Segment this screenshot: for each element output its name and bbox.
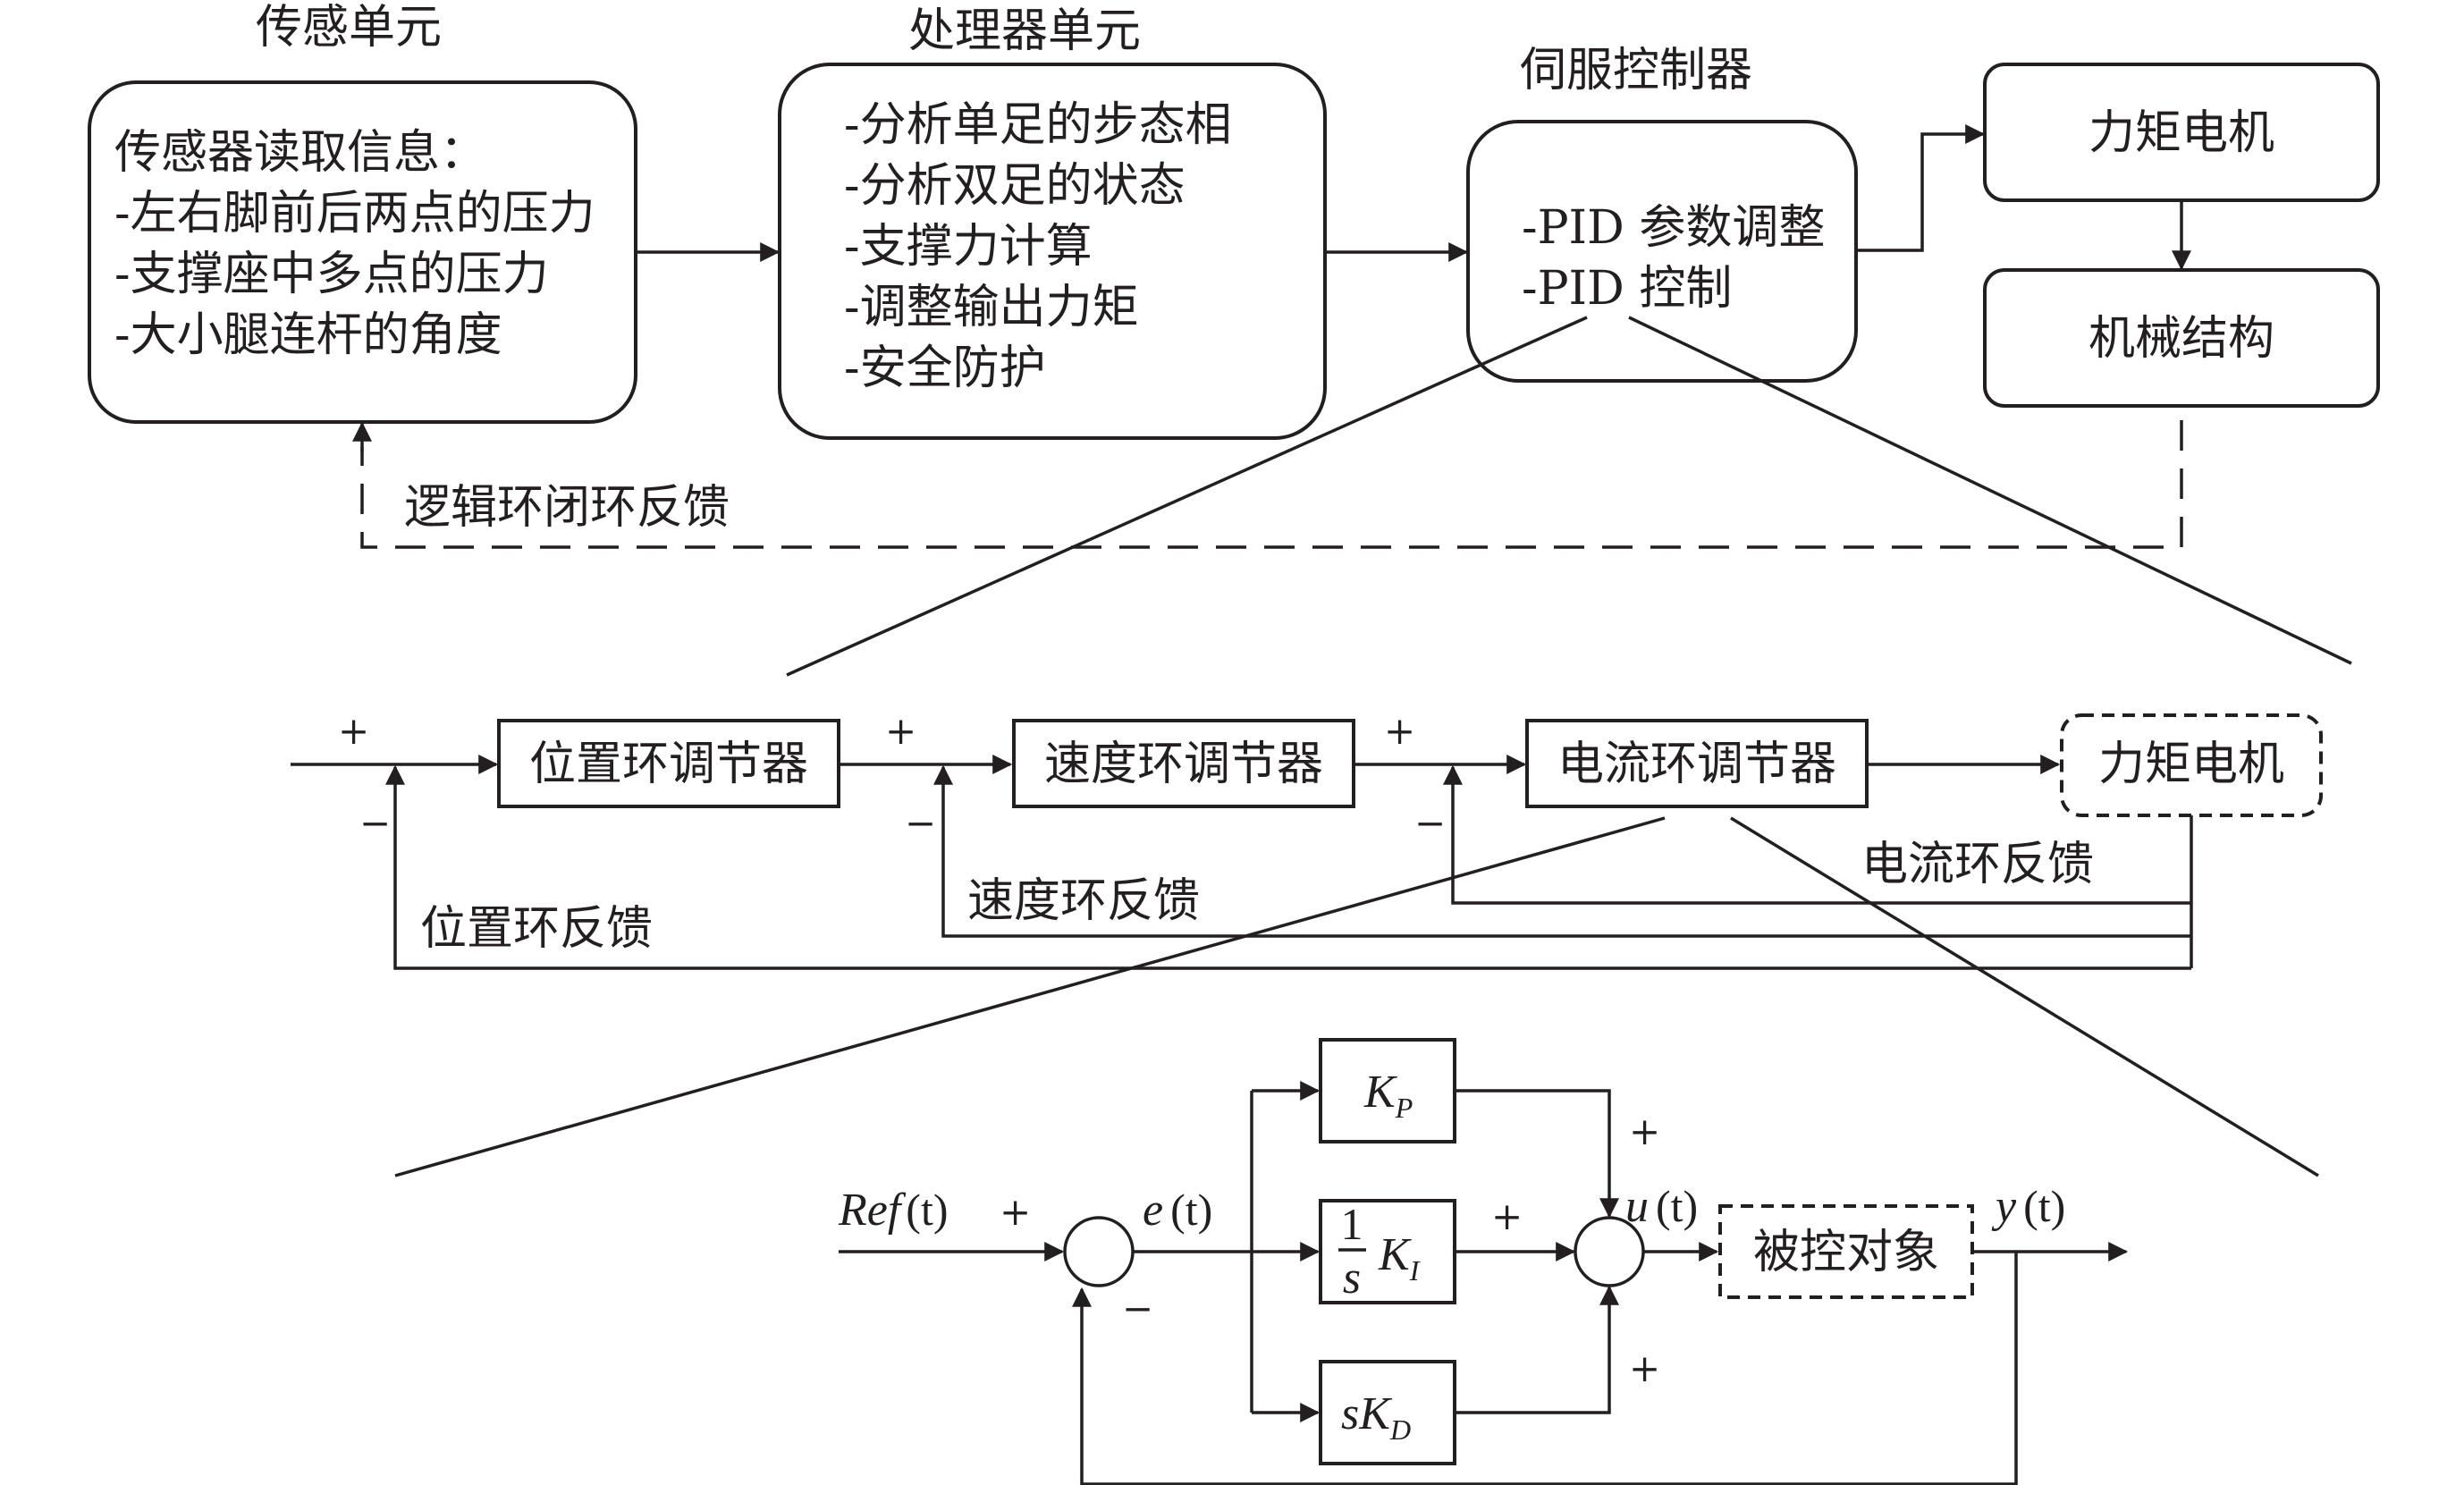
zoom-line-left-2: [394, 816, 1666, 1177]
position-feedback-path: [385, 764, 2191, 970]
processor-line-5: -安全防护: [844, 342, 1046, 395]
kd-block: [1319, 1360, 1456, 1465]
mechanism-label: 机械结构: [2088, 312, 2274, 366]
position-regulator-label: 位置环调节器: [529, 738, 808, 791]
current-regulator-label: 电流环调节器: [1557, 738, 1836, 791]
speed-input-minus: −: [905, 801, 936, 845]
zoom-line-left: [786, 316, 1588, 677]
current-input-minus: −: [1414, 801, 1446, 845]
position-input-plus: +: [338, 709, 369, 753]
bottom-section: Ref(t) + − e(t) KP 1 s KI sKD + + +: [838, 1038, 2129, 1485]
current-feedback-path: [1443, 764, 2191, 905]
processor-line-3: -支撑力计算: [844, 220, 1093, 274]
summing-junction-1: [1063, 1216, 1135, 1287]
current-feedback-label: 电流环反馈: [1861, 838, 2094, 891]
logic-feedback-label: 逻辑环闭环反馈: [404, 481, 730, 535]
sensor-line-4: -大小腿连杆的角度: [114, 308, 502, 362]
kd-to-sum2: [1455, 1285, 1619, 1414]
kp-block: [1319, 1038, 1456, 1143]
zoom-line-right: [1628, 316, 2352, 665]
top-section: 传感单元 处理器单元 伺服控制器 传感器读取信息： -左右脚前后两点的压力 -支…: [88, 1, 2380, 677]
zoom-line-right-2: [1730, 816, 2319, 1177]
processor-line-1: -分析单足的步态相: [844, 98, 1232, 152]
kp-to-sum2: [1455, 1089, 1619, 1219]
processor-line-2: -分析双足的状态: [844, 159, 1186, 213]
current-input-plus: +: [1384, 709, 1415, 753]
position-input-minus: −: [359, 801, 391, 845]
sum2-plus-top: +: [1629, 1110, 1660, 1153]
servo-line-2: -PID 控制: [1522, 262, 1732, 316]
torque-motor-label: 力矩电机: [2088, 106, 2274, 160]
middle-torque-motor-box: [2060, 713, 2323, 817]
logic-feedback-path: [360, 420, 2183, 549]
kp-label: KP: [1363, 1067, 1413, 1124]
speed-input-plus: +: [885, 709, 916, 753]
ki-denominator: s: [1343, 1253, 1361, 1304]
plant-label: 被控对象: [1753, 1226, 1939, 1279]
output-feedback-path: [1072, 1252, 2018, 1485]
middle-section: + − 位置环调节器 + − 速度环调节器 + − 电流环调节器 力矩电机 电流…: [291, 709, 2323, 1177]
servo-controller-title: 伺服控制器: [1520, 44, 1752, 97]
servo-line-1: -PID 参数调整: [1522, 201, 1825, 255]
sensor-line-2: -左右脚前后两点的压力: [114, 187, 595, 240]
sensor-line-1: 传感器读取信息：: [114, 126, 486, 180]
processor-line-4: -调整输出力矩: [844, 281, 1139, 334]
position-feedback-label: 位置环反馈: [420, 902, 653, 956]
processor-unit-title: 处理器单元: [908, 4, 1141, 58]
sum1-minus: −: [1122, 1287, 1153, 1330]
speed-regulator-label: 速度环调节器: [1044, 738, 1323, 791]
sensor-line-3: -支撑座中多点的压力: [114, 248, 549, 301]
control-signal-label: u(t): [1625, 1181, 1698, 1232]
speed-feedback-label: 速度环反馈: [967, 874, 1200, 928]
current-regulator-box: [1525, 719, 1869, 808]
ref-label: Ref(t): [838, 1185, 949, 1236]
speed-feedback-path: [933, 764, 2191, 938]
ki-label: KI: [1378, 1229, 1421, 1287]
arrow-servo-to-motor: [1856, 124, 1986, 252]
sum2-plus-bottom: +: [1629, 1346, 1660, 1390]
sensor-unit-title: 传感单元: [256, 1, 442, 55]
ki-numerator: 1: [1341, 1199, 1363, 1249]
speed-regulator-box: [1012, 719, 1355, 808]
kd-label: sKD: [1341, 1388, 1411, 1446]
sum2-plus-left: +: [1491, 1194, 1523, 1238]
sum1-plus: +: [1000, 1190, 1031, 1234]
error-label: e(t): [1143, 1185, 1212, 1236]
position-regulator-box: [497, 719, 840, 808]
middle-torque-motor-label: 力矩电机: [2098, 738, 2284, 791]
output-label: y(t): [1991, 1181, 2065, 1232]
